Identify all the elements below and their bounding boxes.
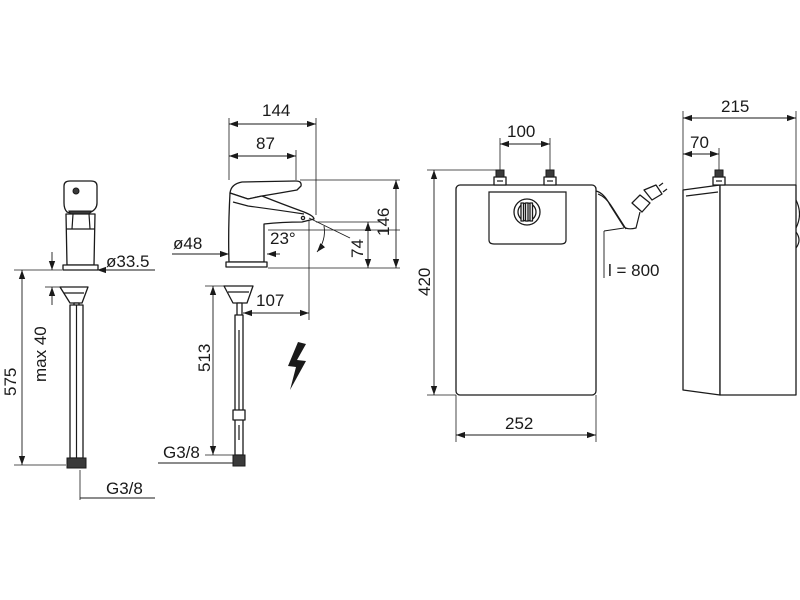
faucet-front-base xyxy=(62,264,99,271)
dim-thread-front: G3/8 xyxy=(106,479,143,498)
faucet-front-body xyxy=(65,213,96,266)
heater-front-tank xyxy=(455,184,597,396)
heater-front-dimensions: 100 420 252 l = 800 xyxy=(415,122,660,442)
dim-215: 215 xyxy=(721,97,749,116)
faucet-front-view xyxy=(59,180,99,500)
lightning-bolt-icon xyxy=(288,342,306,390)
faucet-side-dimensions: 144 87 ø48 23° 74 146 107 513 xyxy=(158,101,400,464)
heater-front-view xyxy=(455,169,668,396)
faucet-side-fitting xyxy=(232,454,246,467)
dim-diameter-48: ø48 xyxy=(173,234,202,253)
heater-side-view xyxy=(682,169,800,396)
dim-107: 107 xyxy=(256,291,284,310)
dim-angle-23: 23° xyxy=(270,229,296,248)
faucet-side-view xyxy=(223,180,400,467)
heater-power-cable xyxy=(595,190,641,230)
faucet-front-nut xyxy=(59,286,89,304)
dim-146: 146 xyxy=(374,208,393,236)
dim-144: 144 xyxy=(262,101,290,120)
heater-front-connector-left xyxy=(493,169,507,186)
dim-thread-side: G3/8 xyxy=(163,443,200,462)
dim-max-40: max 40 xyxy=(31,326,50,382)
faucet-front-lever xyxy=(63,180,98,215)
dim-diameter-33-5: ø33.5 xyxy=(106,252,149,271)
heater-front-connector-right xyxy=(543,169,557,186)
heater-side-dimensions: 215 70 xyxy=(682,97,797,190)
heater-side-body xyxy=(719,184,797,396)
faucet-front-lever-hole xyxy=(72,187,80,195)
heater-front-panel xyxy=(488,191,567,245)
dim-575: 575 xyxy=(1,368,20,396)
dim-252: 252 xyxy=(505,414,533,433)
faucet-side-body xyxy=(228,192,315,263)
dim-100: 100 xyxy=(507,122,535,141)
faucet-side-nut xyxy=(223,285,254,304)
heater-side-connector xyxy=(712,169,726,186)
dim-513: 513 xyxy=(195,344,214,372)
power-plug-icon xyxy=(631,182,668,213)
dim-70: 70 xyxy=(690,133,709,152)
faucet-front-dimensions: ø33.5 max 40 575 G3/8 xyxy=(1,252,155,499)
dim-420: 420 xyxy=(415,268,434,296)
faucet-side-lever xyxy=(229,180,302,200)
dim-87: 87 xyxy=(256,134,275,153)
dim-cable-length: l = 800 xyxy=(608,261,660,280)
dim-74: 74 xyxy=(348,239,367,258)
faucet-side-base xyxy=(225,261,268,268)
heater-side-back-plate xyxy=(682,184,721,396)
faucet-front-fitting xyxy=(66,457,87,469)
